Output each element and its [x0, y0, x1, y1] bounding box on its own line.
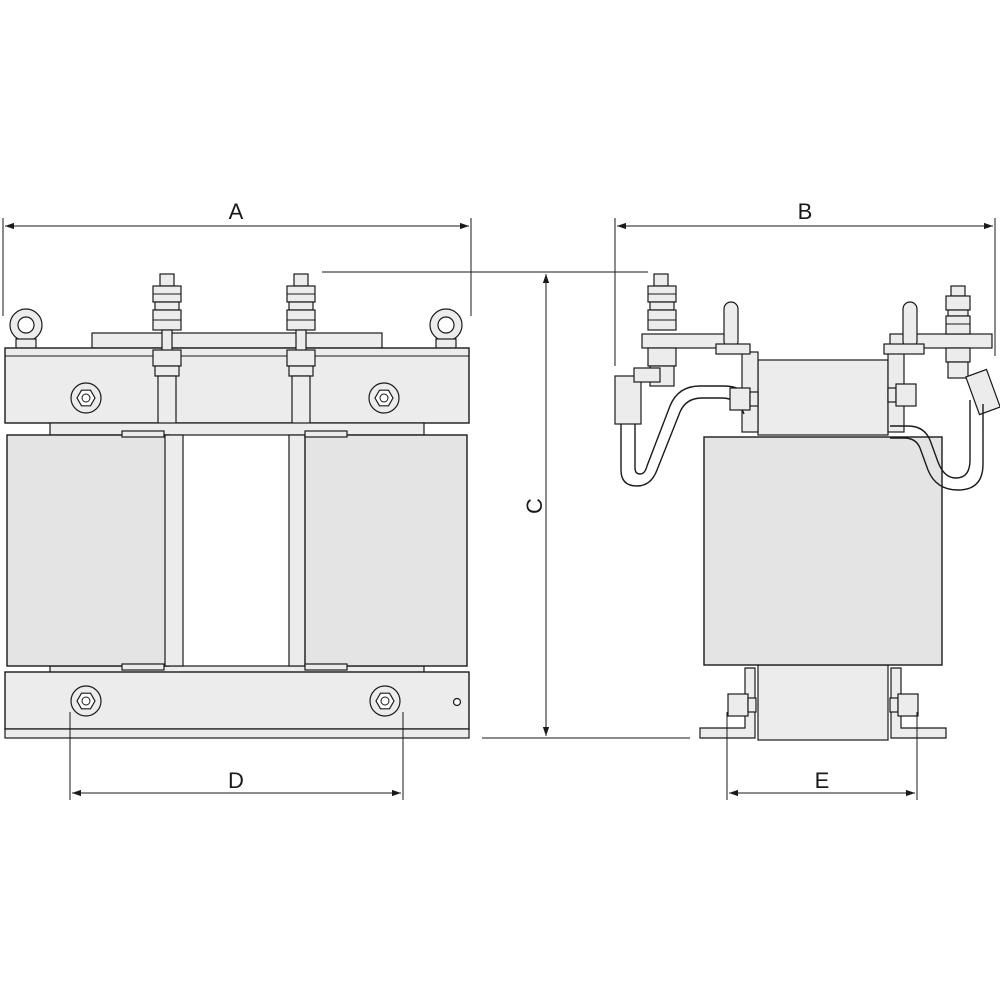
dimension-b	[614, 218, 996, 366]
side-bolt-lower-left	[727, 693, 757, 717]
dimension-label-e: E	[815, 768, 830, 793]
coil-left	[6, 430, 184, 671]
front-view	[4, 273, 470, 739]
dimension-c	[322, 271, 690, 739]
terminal-stud-left	[152, 273, 182, 425]
lifting-eye-right	[429, 308, 463, 350]
bolt-bottom-left	[70, 685, 102, 717]
side-bolt-upper-right	[887, 383, 917, 407]
side-bolt-upper-left	[729, 387, 759, 411]
dimension-label-c: C	[522, 498, 547, 514]
bolt-top-right	[368, 382, 400, 414]
lifting-eye-left	[9, 308, 43, 350]
terminal-stud-right	[286, 273, 316, 425]
dimension-a	[2, 218, 472, 316]
bolt-top-left	[70, 382, 102, 414]
terminal-board	[91, 332, 383, 349]
dimension-e	[726, 712, 918, 800]
bolt-bottom-right	[369, 685, 401, 717]
top-yoke-frame	[4, 347, 470, 424]
dimension-label-b: B	[798, 199, 813, 224]
dimension-d	[69, 712, 404, 800]
dimension-label-d: D	[228, 768, 244, 793]
side-terminal-stud-right	[945, 285, 971, 379]
side-bolt-lower-right	[889, 693, 919, 717]
dimension-label-a: A	[229, 199, 244, 224]
side-view	[614, 273, 1000, 741]
coil-right	[288, 430, 468, 671]
side-coil-body	[703, 436, 943, 666]
